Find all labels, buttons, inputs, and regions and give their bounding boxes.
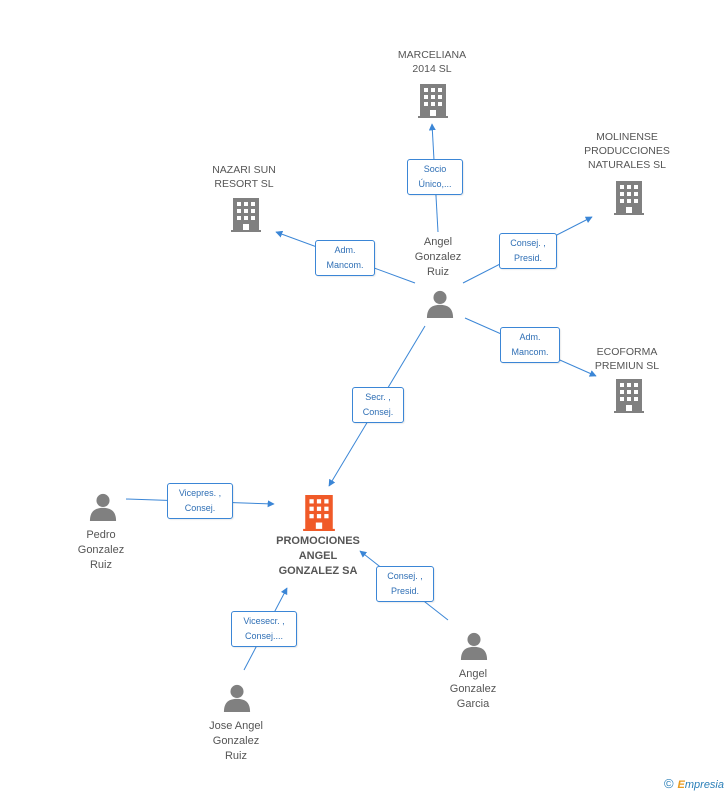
company-label-ecoforma[interactable]: ECOFORMA PREMIUN SL (594, 346, 660, 372)
building-icon[interactable] (303, 495, 335, 531)
relation-label-ecoforma[interactable]: Adm. Mancom. (500, 327, 560, 363)
building-icon[interactable] (231, 198, 261, 232)
relation-label-nazari[interactable]: Adm. Mancom. (315, 240, 375, 276)
building-icon[interactable] (418, 84, 448, 118)
company-label-nazari[interactable]: NAZARI SUN RESORT SL (212, 164, 276, 190)
person-icon[interactable] (89, 493, 117, 521)
relation-label-marceliana[interactable]: Socio Único,... (407, 159, 463, 195)
building-icon[interactable] (614, 181, 644, 215)
brand-name: mpresia (684, 779, 724, 791)
person-icon[interactable] (426, 290, 454, 318)
main-company-label[interactable]: PROMOCIONES ANGEL GONZALEZ SA (276, 535, 360, 577)
person-label-pedro[interactable]: Pedro Gonzalez Ruiz (77, 529, 125, 571)
relation-label-molinense[interactable]: Consej. , Presid. (499, 233, 557, 269)
relation-label-garcia[interactable]: Consej. , Presid. (376, 566, 434, 602)
relation-label-pedro[interactable]: Vicepres. , Consej. (167, 483, 233, 519)
building-icon[interactable] (614, 379, 644, 413)
person-label-jose-angel[interactable]: Jose Angel Gonzalez Ruiz (209, 720, 263, 762)
company-label-molinense[interactable]: MOLINENSE PRODUCCIONES NATURALES SL (584, 131, 670, 171)
brand-footer[interactable]: ©Empresia (664, 776, 724, 791)
relation-label-main-angel[interactable]: Secr. , Consej. (352, 387, 404, 423)
person-icon[interactable] (460, 632, 488, 660)
person-label-angel-ruiz[interactable]: Angel Gonzalez Ruiz (414, 236, 462, 278)
company-label-marceliana[interactable]: MARCELIANA 2014 SL (397, 49, 467, 75)
relation-label-jose[interactable]: Vicesecr. , Consej.... (231, 611, 297, 647)
brand-initial: E (677, 779, 685, 791)
person-icon[interactable] (223, 684, 251, 712)
person-label-angel-garcia[interactable]: Angel Gonzalez Garcia (449, 668, 497, 710)
copyright-icon: © (663, 776, 674, 791)
